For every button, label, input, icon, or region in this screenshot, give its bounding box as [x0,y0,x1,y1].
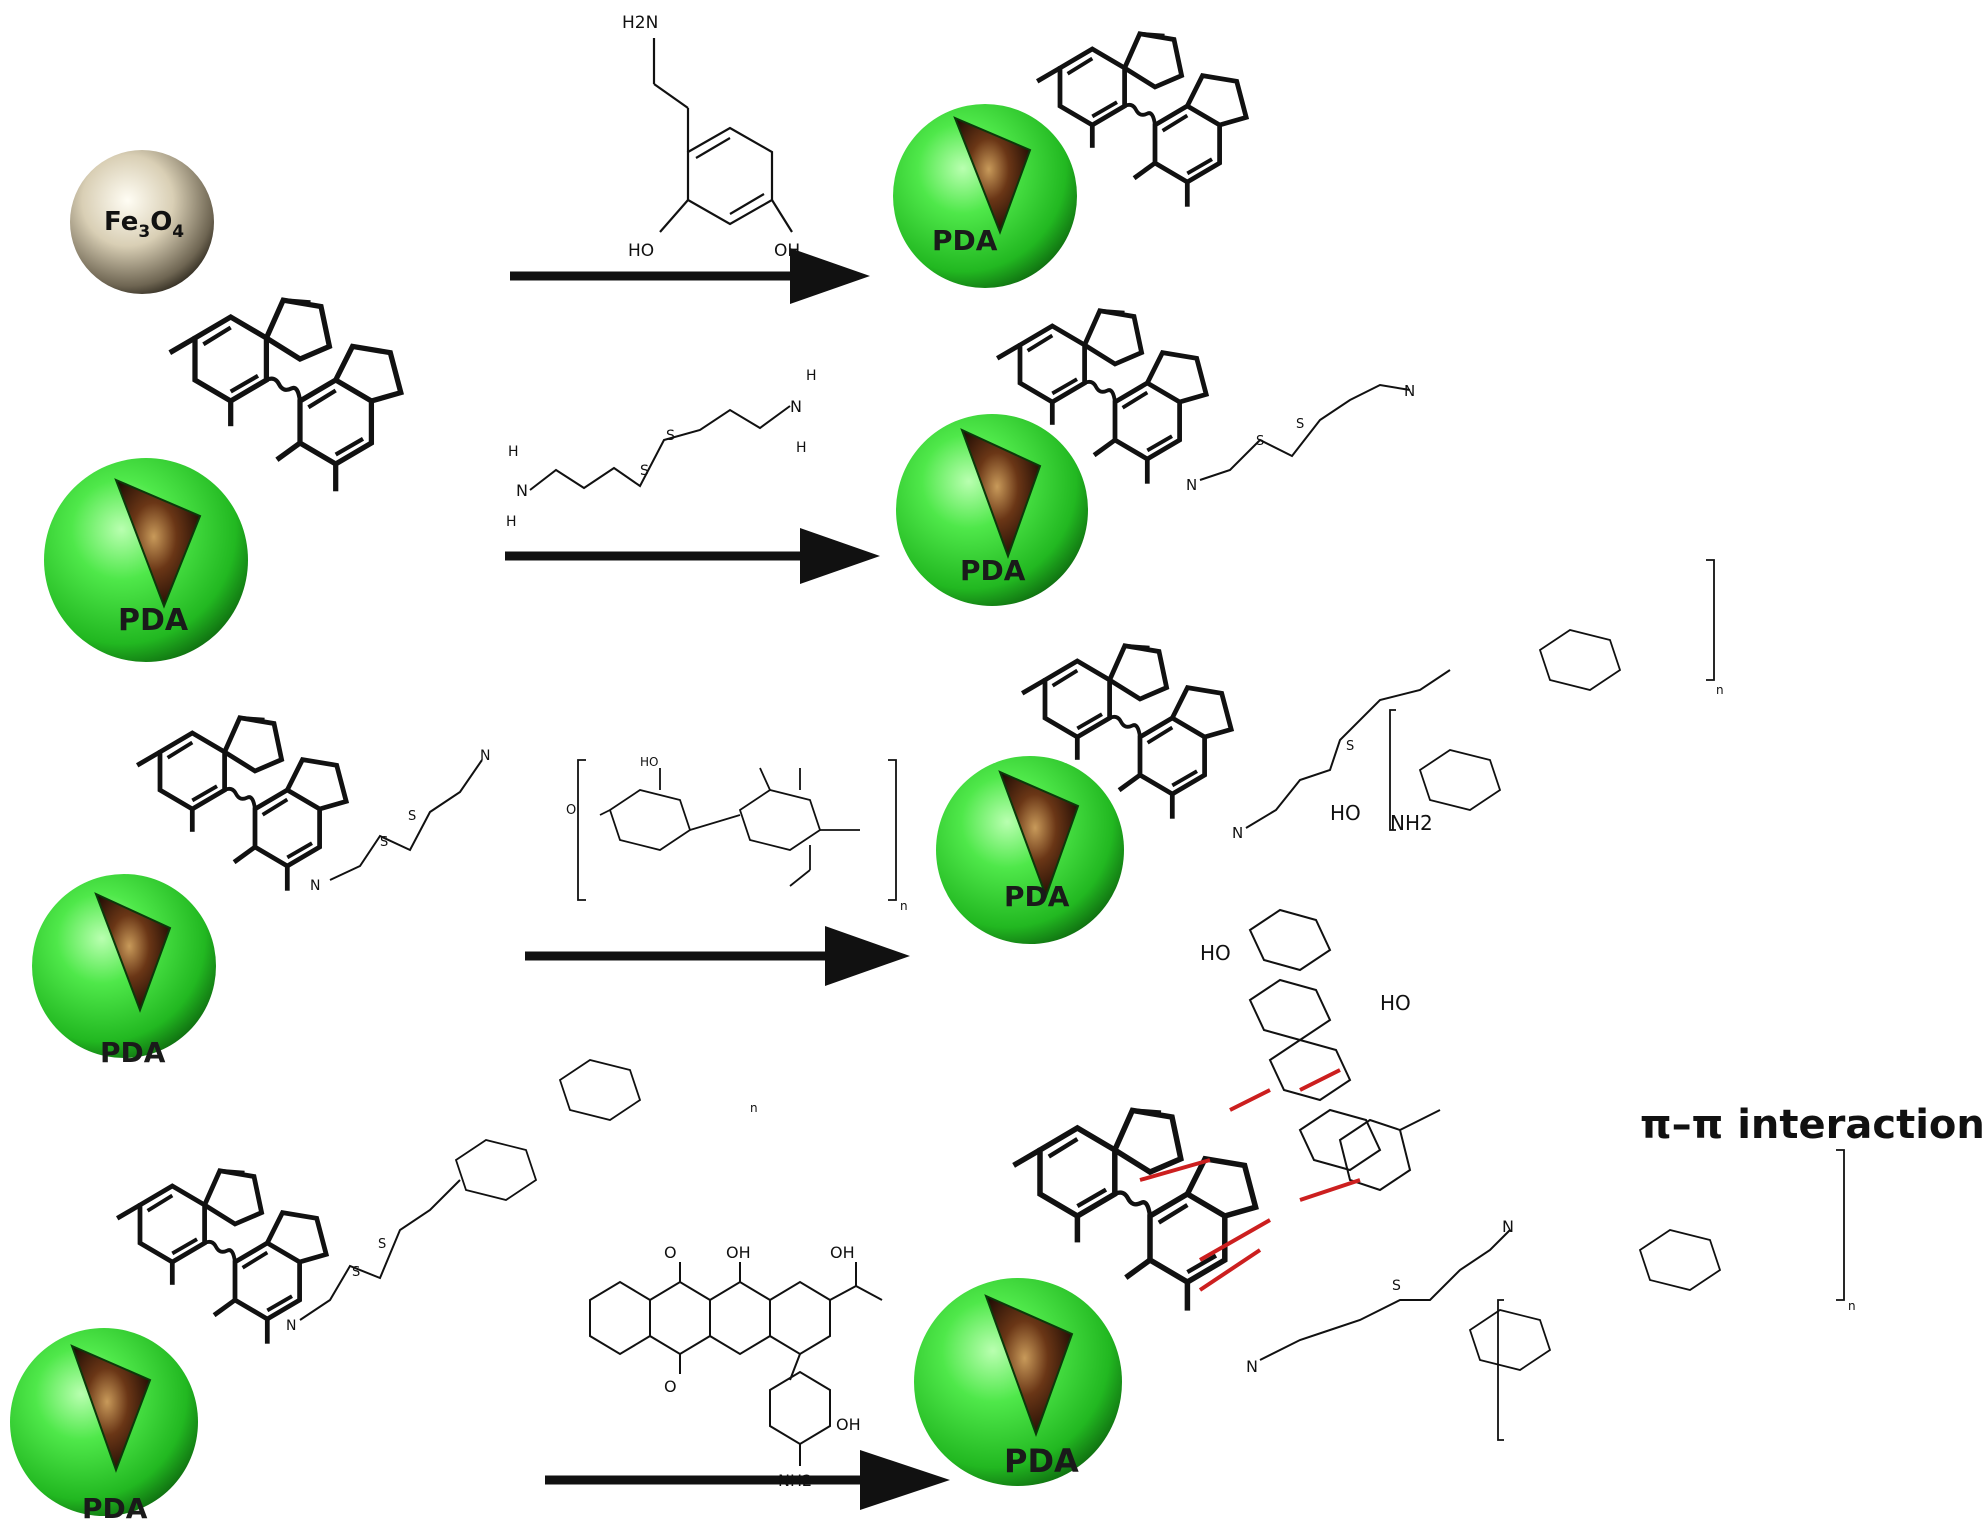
reaction-arrow-2 [505,528,880,584]
ha-ho-top: HO [640,755,658,769]
prod3-n: N [1232,824,1243,842]
prod2-s2: S [1296,417,1304,432]
cystamine-n-left: N [516,481,528,500]
r3-s1: S [380,835,388,850]
reaction-arrow-4 [545,1450,950,1510]
fe3o4-core-particle: Fe3O4 [70,150,214,294]
dox-o-top: O [664,1243,677,1262]
hyaluronic-acid-repeat-unit [577,759,897,901]
prod3-n-subscript: n [1716,683,1724,697]
prod2-n-term: N [1404,382,1415,400]
cystamine-h2: H [506,514,517,530]
cystamine-s2: S [666,428,675,444]
dox-oh-sugar: OH [836,1415,861,1434]
dox2-ho-mid: HO [1380,991,1411,1015]
pda-nanoparticle-product-1: PDA [893,34,1246,288]
doxorubicin-stacked [1248,908,1441,1192]
prod2-n: N [1186,476,1197,494]
r3-n: N [310,878,320,894]
r3-n-term: N [480,748,490,764]
svg-text:PDA: PDA [100,1036,166,1069]
cystamine-s1: S [640,463,649,479]
cystamine-h1: H [508,444,519,460]
cystamine-molecule [529,405,791,491]
prod3-s: S [1346,739,1354,754]
pda-nanoparticle-reactant-2: PDA [44,300,401,662]
dox-nh2: NH2 [778,1471,812,1490]
dox2-nh2: NH2 [1390,811,1433,835]
svg-text:PDA: PDA [82,1492,148,1525]
ha-o1: O [566,803,576,818]
pda-nanoparticle-final: PDA [914,1110,1845,1486]
svg-text:PDA: PDA [1004,1442,1079,1480]
reaction-arrow-1 [510,248,870,304]
pda-nanoparticle-product-3: PDA [936,559,1715,944]
svg-text:PDA: PDA [932,224,998,257]
r4-s2: S [378,1237,386,1252]
pi-pi-interaction-markers [1139,1068,1361,1292]
final-n: N [1246,1357,1258,1376]
reaction-arrow-3 [525,926,910,986]
dox-oh-top: OH [726,1243,751,1262]
dox2-ho: HO [1330,801,1361,825]
pda-nanoparticle-product-2: PDA [896,311,1411,606]
hydroxyl-label-left: HO [628,241,654,261]
svg-text:Fe3O4: Fe3O4 [104,207,184,242]
ha-n-subscript: n [900,899,908,913]
final-n-term: N [1502,1217,1514,1236]
r4-n-subscript: n [750,1101,758,1115]
svg-text:PDA: PDA [118,603,189,638]
svg-text:PDA: PDA [960,554,1026,587]
doxorubicin-molecule [589,1262,883,1466]
dox-o-bottom: O [664,1377,677,1396]
final-n-subscript: n [1848,1299,1856,1313]
cystamine-h4: H [796,440,807,456]
dox-oh-right: OH [830,1243,855,1262]
prod2-s1: S [1256,434,1264,449]
pi-pi-interactions-label: π–π interactions [1640,1102,1982,1148]
svg-text:PDA: PDA [1004,880,1070,913]
cystamine-h3: H [806,368,817,384]
pda-nanoparticle-reactant-4: PDA [10,1059,642,1525]
r3-s2: S [408,809,416,824]
pda-nanoparticle-reactant-3: PDA [32,718,483,1069]
cystamine-n-right: N [790,397,802,416]
final-s: S [1392,1278,1401,1294]
r4-s1: S [352,1265,360,1280]
dox2-ho-side: HO [1200,941,1231,965]
dopamine-molecule [652,38,793,233]
r4-n: N [286,1318,296,1334]
amine-label: H2N [622,13,658,33]
